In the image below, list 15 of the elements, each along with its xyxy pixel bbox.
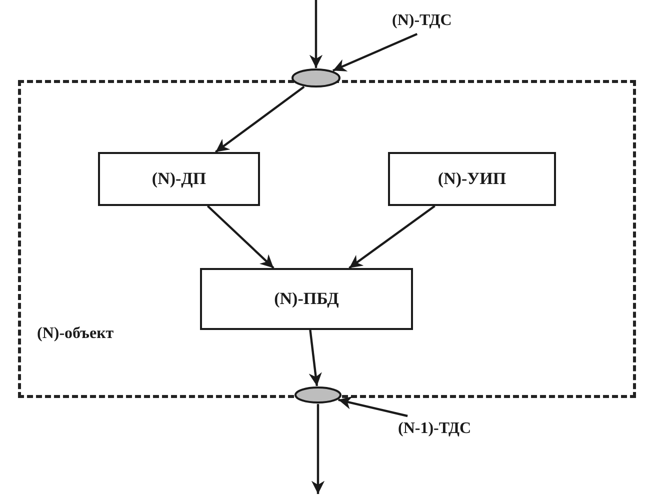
arrow bbox=[308, 330, 322, 386]
arrow bbox=[332, 33, 418, 72]
arrow bbox=[206, 205, 274, 269]
boundary-label: (N)-объект bbox=[37, 325, 114, 343]
arrow bbox=[214, 86, 305, 153]
process-box: (N)-УИП bbox=[388, 152, 556, 206]
process-box: (N)-ПБД bbox=[200, 268, 413, 330]
arrow bbox=[309, 0, 323, 68]
arrow bbox=[348, 205, 436, 269]
process-box: (N)-ДП bbox=[98, 152, 260, 206]
annotation-label: (N-1)-ТДС bbox=[398, 420, 472, 438]
arrow bbox=[311, 404, 325, 494]
arrow bbox=[338, 396, 408, 418]
annotation-label: (N)-ТДС bbox=[392, 12, 452, 30]
dashed-boundary bbox=[18, 80, 636, 398]
